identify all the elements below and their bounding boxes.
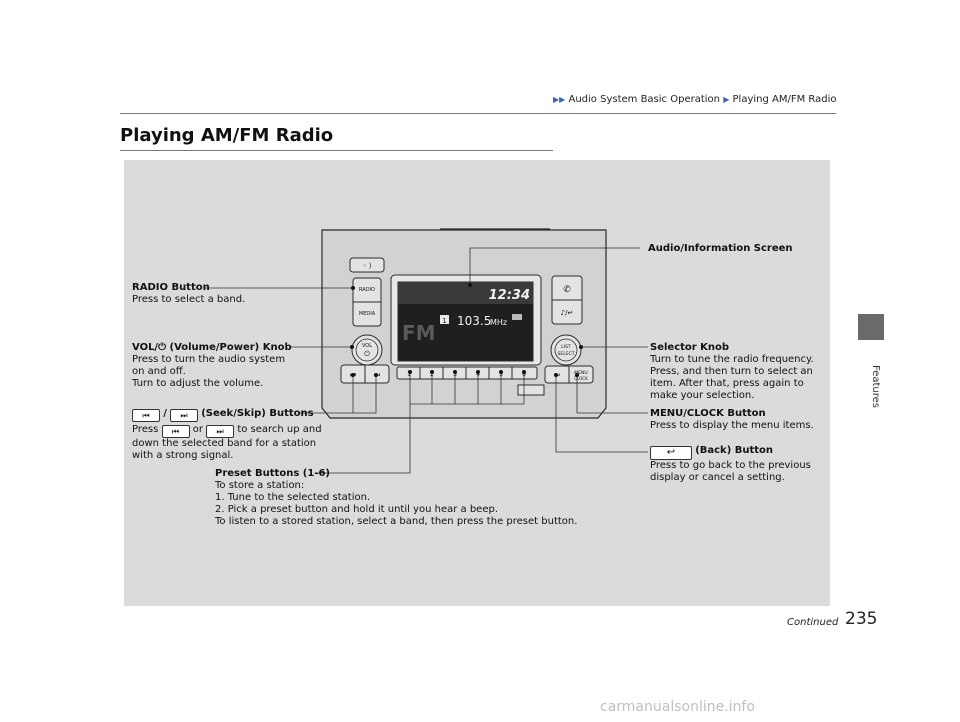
phone-icon: ✆ <box>563 285 571 295</box>
preset-1: 1 <box>407 371 411 378</box>
seek-back-icon: ⏮ <box>161 425 190 438</box>
leader-dots <box>350 283 583 377</box>
screen-unit: MHz <box>490 318 507 327</box>
radio-button-callout: RADIO Button Press to select a band. <box>132 282 246 305</box>
header-divider <box>120 113 836 114</box>
vol-knob-label: VOL <box>362 343 372 349</box>
title-underline <box>120 150 553 151</box>
screen-band: FM <box>402 321 436 345</box>
breadcrumb-arrow-icon: ▶▶ <box>553 95 566 104</box>
watermark: carmanualsonline.info <box>600 699 755 715</box>
seek-forward-icon: ⏭ <box>206 425 235 438</box>
breadcrumb-part2: Playing AM/FM Radio <box>732 94 837 105</box>
menu-label-2: CLOCK <box>574 376 588 381</box>
back-button-callout: ↩ (Back) Button Press to go back to the … <box>650 445 811 483</box>
screen-band-number: 1 <box>442 317 446 325</box>
page-number: 235 <box>845 609 878 629</box>
audio-screen-label: Audio/Information Screen <box>648 243 793 254</box>
power-icon: ⏻ <box>364 350 370 358</box>
hangup-icon: ♪/↵ <box>561 309 574 317</box>
seek-skip-callout: ⏮ / ⏭ (Seek/Skip) Buttons Press ⏮ or ⏭ t… <box>132 408 322 461</box>
section-label: Features <box>870 365 881 408</box>
voice-icon: ◦ ) <box>362 262 371 270</box>
preset-tray <box>517 384 545 396</box>
menu-clock-callout: MENU/CLOCK Button Press to display the m… <box>650 408 814 431</box>
selector-knob-callout: Selector Knob Turn to tune the radio fre… <box>650 342 814 401</box>
selector-label-2: SELECT <box>558 351 575 357</box>
selector-knob <box>550 334 582 366</box>
power-icon: ⏻ <box>158 342 167 353</box>
seek-forward-icon: ⏭ <box>170 409 199 422</box>
screen-clock: 12:34 <box>489 288 530 303</box>
selector-label-1: LIST <box>561 344 571 350</box>
vol-knob-callout: VOL/⏻ (Volume/Power) Knob Press to turn … <box>132 342 292 389</box>
section-tab-marker <box>858 314 884 340</box>
preset-buttons <box>396 366 538 380</box>
breadcrumb-arrow-icon: ▶ <box>723 95 730 104</box>
breadcrumb-part1: Audio System Basic Operation <box>568 94 721 105</box>
menu-label-1: MENU <box>574 370 587 376</box>
leader-lines <box>205 247 648 474</box>
media-button-label: MEDIA <box>359 311 376 317</box>
breadcrumb: ▶▶ Audio System Basic Operation ▶ Playin… <box>553 94 837 105</box>
voice-button <box>349 257 385 273</box>
seek-back-icon: ⏮ <box>132 409 160 422</box>
radio-button-label: RADIO <box>359 287 375 293</box>
screen-frequency: 103.5 <box>457 314 491 328</box>
continued-label: Continued <box>787 617 839 628</box>
preset-buttons-callout: Preset Buttons (1-6) To store a station:… <box>215 468 578 527</box>
page-title: Playing AM/FM Radio <box>120 125 334 146</box>
back-icon: ↩ <box>650 446 692 460</box>
